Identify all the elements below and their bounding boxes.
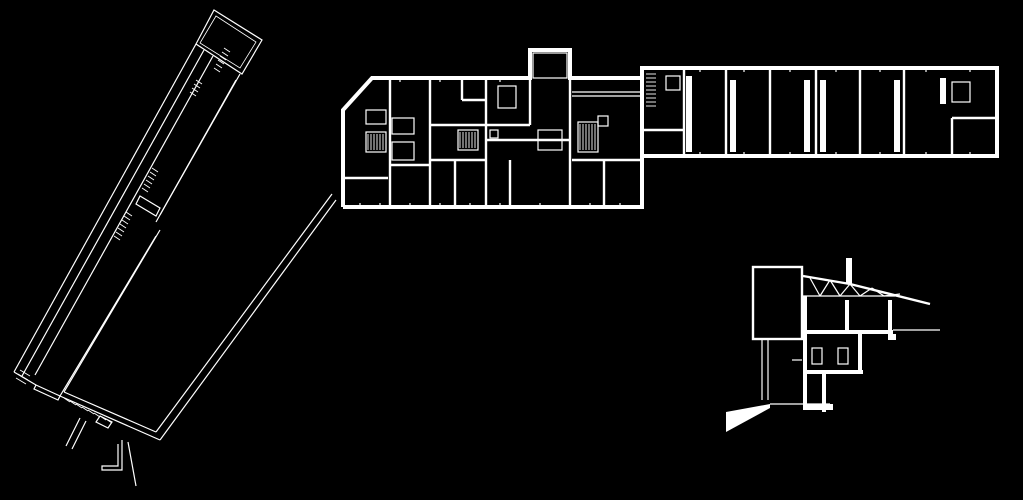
section-truss-members (809, 277, 901, 297)
angled-wing-stair-hatch (15, 47, 231, 424)
main-block-windows (359, 78, 621, 207)
east-wing-windows (699, 68, 971, 156)
main-block-stair-hatch (367, 124, 596, 150)
east-wing-partitions (644, 70, 995, 154)
angled-wing-plan (13, 9, 337, 487)
main-block-plan (341, 48, 644, 209)
section-ground (726, 404, 770, 432)
angled-wing-end-box (195, 9, 263, 75)
main-block-interior-walls (345, 80, 640, 205)
section-roof (802, 274, 931, 306)
building-section (726, 258, 940, 432)
east-wing-plan (640, 66, 999, 158)
east-wing-outer-wall (640, 66, 999, 158)
east-wing-columns (686, 76, 946, 152)
main-block-outer-wall (341, 48, 644, 209)
east-wing-column-hatch (646, 73, 656, 107)
angled-wing-outer-wall (13, 43, 197, 373)
connecting-bridge-line (159, 199, 337, 441)
section-tall-block (751, 265, 804, 341)
